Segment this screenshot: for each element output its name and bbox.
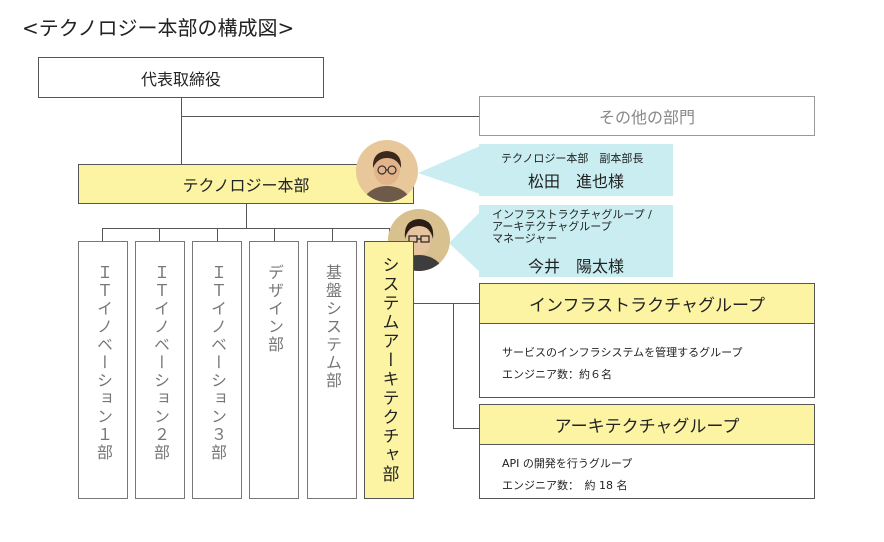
infra-group-count: エンジニア数：約６名 [502, 368, 612, 381]
dept-it-innovation-1: ＩＴイノベーション１部 [78, 241, 128, 499]
manager-callout: インフラストラクチャグループ / アーキテクチャグループ マネージャー 今井 陽… [479, 205, 673, 277]
arch-group-desc: API の開発を行うグループ [502, 457, 633, 470]
connector-dept-4 [274, 228, 275, 241]
deputy-avatar [356, 140, 418, 202]
dept-system-architecture-label: システムアーキテクチャ部 [378, 256, 399, 484]
ceo-label: 代表取締役 [140, 69, 221, 89]
manager-role-line1: インフラストラクチャグループ / [492, 208, 652, 221]
manager-role-line2: アーキテクチャグループ [492, 220, 612, 233]
deputy-callout: テクノロジー本部 副本部長 松田 進也様 [479, 144, 673, 196]
arch-group-name: アーキテクチャグループ [554, 417, 740, 437]
dept-design: デザイン部 [249, 241, 299, 499]
dept-system-architecture: システムアーキテクチャ部 [364, 241, 414, 499]
connector-dept-1 [102, 228, 103, 241]
connector-dept-5 [332, 228, 333, 241]
connector-to-arch [453, 428, 479, 429]
other-departments-label: その他の部門 [598, 108, 695, 127]
infra-group-desc: サービスのインフラシステムを管理するグループ [502, 346, 743, 359]
arch-group-body: API の開発を行うグループ エンジニア数： 約 18 名 [479, 444, 815, 499]
dept-it-innovation-2-label: ＩＴイノベーション２部 [151, 264, 170, 462]
dept-infrastructure-systems-label: 基盤システム部 [323, 264, 342, 390]
connector-to-other [181, 116, 479, 117]
infra-group-body: サービスのインフラシステムを管理するグループ エンジニア数：約６名 [479, 323, 815, 398]
callout-pointer-deputy [418, 146, 480, 194]
dept-it-innovation-2: ＩＴイノベーション２部 [135, 241, 185, 499]
dept-it-innovation-3-label: ＩＴイノベーション３部 [208, 264, 227, 462]
connector-dept-3 [217, 228, 218, 241]
callout-pointer-manager [449, 211, 481, 273]
deputy-role: テクノロジー本部 副本部長 [501, 152, 644, 165]
page-title: <テクノロジー本部の構成図> [22, 16, 295, 40]
manager-name: 今井 陽太様 [527, 257, 624, 276]
infra-group-header: インフラストラクチャグループ [479, 283, 815, 324]
connector-dept-bar [102, 228, 390, 229]
dept-design-label: デザイン部 [265, 264, 284, 354]
connector-ceo-down [181, 98, 182, 164]
arch-group-header: アーキテクチャグループ [479, 404, 815, 445]
connector-dept-2 [159, 228, 160, 241]
infra-group-name: インフラストラクチャグループ [529, 296, 765, 316]
other-departments-box: その他の部門 [479, 96, 815, 136]
connector-tech-down [246, 204, 247, 228]
dept-infrastructure-systems: 基盤システム部 [307, 241, 357, 499]
dept-it-innovation-3: ＩＴイノベーション３部 [192, 241, 242, 499]
ceo-box: 代表取締役 [38, 57, 324, 98]
technology-division-label: テクノロジー本部 [182, 176, 310, 195]
connector-sa-right [414, 303, 479, 304]
arch-group-count: エンジニア数： 約 18 名 [502, 479, 628, 492]
deputy-name: 松田 進也様 [527, 172, 624, 191]
connector-sa-vertical [453, 303, 454, 428]
manager-role-line3: マネージャー [492, 232, 558, 245]
dept-it-innovation-1-label: ＩＴイノベーション１部 [94, 264, 113, 462]
